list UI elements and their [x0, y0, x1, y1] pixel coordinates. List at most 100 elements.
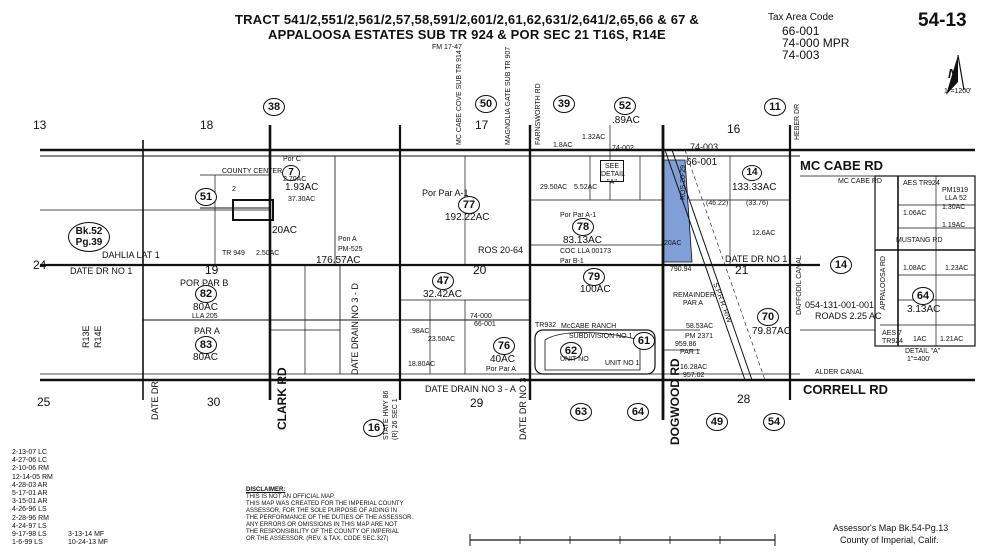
tax-74-003: 74-003: [690, 142, 719, 152]
circle-51: 51: [195, 188, 217, 206]
parcel-957-02: 957.02: [683, 372, 705, 379]
road-clark: CLARK RD: [275, 367, 289, 430]
parcel-lla205: LLA 205: [192, 313, 218, 320]
parcel-46-22: (46.22): [706, 200, 729, 207]
disclaimer-line: THE RESPONSIBILITY OF THE COUNTY OF IMPE…: [246, 529, 400, 535]
circle-54: 54: [763, 413, 785, 431]
parcel-por-par-a: Por Par A: [486, 366, 516, 373]
parcel-unit-no: UNIT NO: [560, 356, 589, 363]
road-mc-cabe: MC CABE RD: [800, 158, 884, 173]
parcel-2-70: 2.70AC: [283, 176, 307, 183]
road-date-dr-right: DATE DR NO 1: [725, 254, 788, 264]
section-28: 28: [737, 392, 751, 406]
road-state-hwy-sub: (R) 26 SEC 1: [392, 398, 399, 440]
parcel-pm2371: PM 2371: [685, 333, 714, 340]
parcel-790-94: 790.94: [670, 266, 692, 273]
parcel-par1: PAR 1: [680, 349, 700, 356]
detail-pm1919: PM1919: [942, 187, 969, 194]
parcel-remainder: REMAINDER: [673, 292, 716, 299]
circle-7: 7: [282, 165, 300, 181]
tax-code-2: 74-000 MPR: [782, 36, 850, 50]
north-arrow-icon: [946, 55, 958, 95]
parcel-58-53: 58.53AC: [686, 323, 714, 330]
tax-66-001: 66-001: [686, 157, 718, 168]
parcel-coc-lla: COC LLA 00173: [560, 248, 611, 255]
circle-77: 77: [458, 196, 480, 214]
detail-a-scale: 1"=400': [907, 356, 931, 363]
see-detail-box: SEE DETAIL "A": [600, 160, 625, 186]
parcel-mccabe-ranch: McCABE RANCH: [561, 323, 617, 330]
road-ros-2064: ROS 20-64: [478, 245, 524, 255]
circle-64-detail: 64: [912, 287, 934, 305]
parcel-80ac-b: 80AC: [193, 352, 219, 363]
parcel-37-30: 37.30AC: [288, 196, 316, 203]
section-25: 25: [37, 395, 51, 409]
parcel-tr949: TR 949: [222, 250, 245, 257]
circle-14: 14: [830, 256, 852, 274]
parcel-12-6: 12.6AC: [752, 230, 776, 237]
parcel-par-b1: Par B-1: [560, 258, 584, 265]
detail-mustang: MUSTANG RD: [896, 237, 943, 244]
disclaimer: DISCLAIMER: THIS IS NOT AN OFFICIAL MAP.…: [246, 487, 413, 543]
parcel-133-33: 133.33AC: [732, 182, 777, 193]
circle-14-parcel: 14: [742, 165, 762, 181]
detail-lla52: LLA 52: [945, 195, 967, 202]
revision-entry: 4-28-03 AR: [12, 481, 48, 489]
revision-entry: 10-24-13 MF: [68, 539, 109, 547]
parcel-89ac: .89AC: [612, 115, 640, 126]
road-date-drain-3d: DATE DRAIN NO 3 - D: [350, 283, 360, 375]
circle-79: 79: [583, 268, 605, 286]
map-title-line1: TRACT 541/2,551/2,561/2,57,58,591/2,601/…: [235, 12, 699, 27]
county-center-num: 2: [232, 186, 236, 193]
circle-70: 70: [757, 308, 779, 326]
circle-38: 38: [263, 98, 285, 116]
revision-entry: 3-15-01 AR: [12, 498, 48, 506]
detail-aes-tr924: AES TR924: [903, 180, 940, 187]
revision-entry: 4-24-97 LS: [12, 522, 47, 530]
parcel-18-80: 18.80AC: [408, 361, 436, 368]
parcel-959-86: 959.86: [675, 341, 697, 348]
road-ros-2029: ROS 20-29: [680, 164, 687, 200]
circle-64: 64: [627, 403, 649, 421]
road-magnolia: MAGNOLIA GATE SUB TR 907: [505, 46, 512, 145]
tax-code-1: 66-001: [782, 24, 820, 38]
detail-appaloosa: APPALOOSA RD: [880, 256, 887, 310]
county-center-label: COUNTY CENTER: [222, 168, 283, 175]
tax-66-001b: 66-001: [474, 321, 496, 328]
detail-1-23: 1.23AC: [945, 265, 969, 272]
detail-3-13: 3.13AC: [907, 304, 941, 315]
circle-50: 50: [475, 95, 497, 113]
tax-74-002: 74-002: [612, 145, 634, 152]
road-heber: HEBER DR: [794, 103, 801, 140]
circle-62: 62: [560, 342, 582, 360]
road-farnsworth: FARNSWORTH RD: [535, 83, 542, 145]
tax-74-000: 74-000: [470, 313, 492, 320]
detail-1-19: 1.19AC: [942, 222, 966, 229]
parcel-98ac: .98AC: [410, 328, 430, 335]
road-correll: CORRELL RD: [803, 382, 888, 397]
map-title-line2: APPALOOSA ESTATES SUB TR 924 & POR SEC 2…: [268, 27, 666, 42]
circle-11: 11: [764, 98, 786, 116]
detail-1ac: 1AC: [913, 336, 927, 343]
road-dahlia: DAHLIA LAT 1: [102, 250, 160, 260]
tax-area-label: Tax Area Code: [768, 12, 834, 23]
parcel-32-42: 32.42AC: [423, 289, 462, 300]
circle-52: 52: [614, 97, 636, 115]
parcel-tr932: TR932: [535, 322, 557, 329]
parcel-83-13: 83.13AC: [563, 235, 602, 246]
disclaimer-line: THE PERFORMANCE OF THE DUTIES OF THE ASS…: [246, 515, 414, 521]
detail-1-08: 1.08AC: [903, 265, 927, 272]
revision-entry: 2-13-07 LC: [12, 449, 48, 456]
footer-line1: Assessor's Map Bk.54-Pg.13: [833, 523, 949, 533]
parcel-por-a1b: Por Par A-1: [560, 212, 597, 219]
road-date-dr: DATE DR: [150, 381, 160, 420]
detail-a-frame: [874, 175, 976, 347]
footer-line2: County of Imperial, Calif.: [840, 535, 939, 545]
revision-entry: 12-14-05 RM: [12, 473, 53, 481]
north-scale: 1"=1200': [944, 88, 972, 95]
parcel-176-57: 176.57AC: [316, 255, 361, 266]
parcel-por-c: Por C: [283, 156, 301, 163]
detail-1-21: 1.21AC: [940, 336, 964, 343]
detail-tr924: TR924: [882, 338, 904, 345]
